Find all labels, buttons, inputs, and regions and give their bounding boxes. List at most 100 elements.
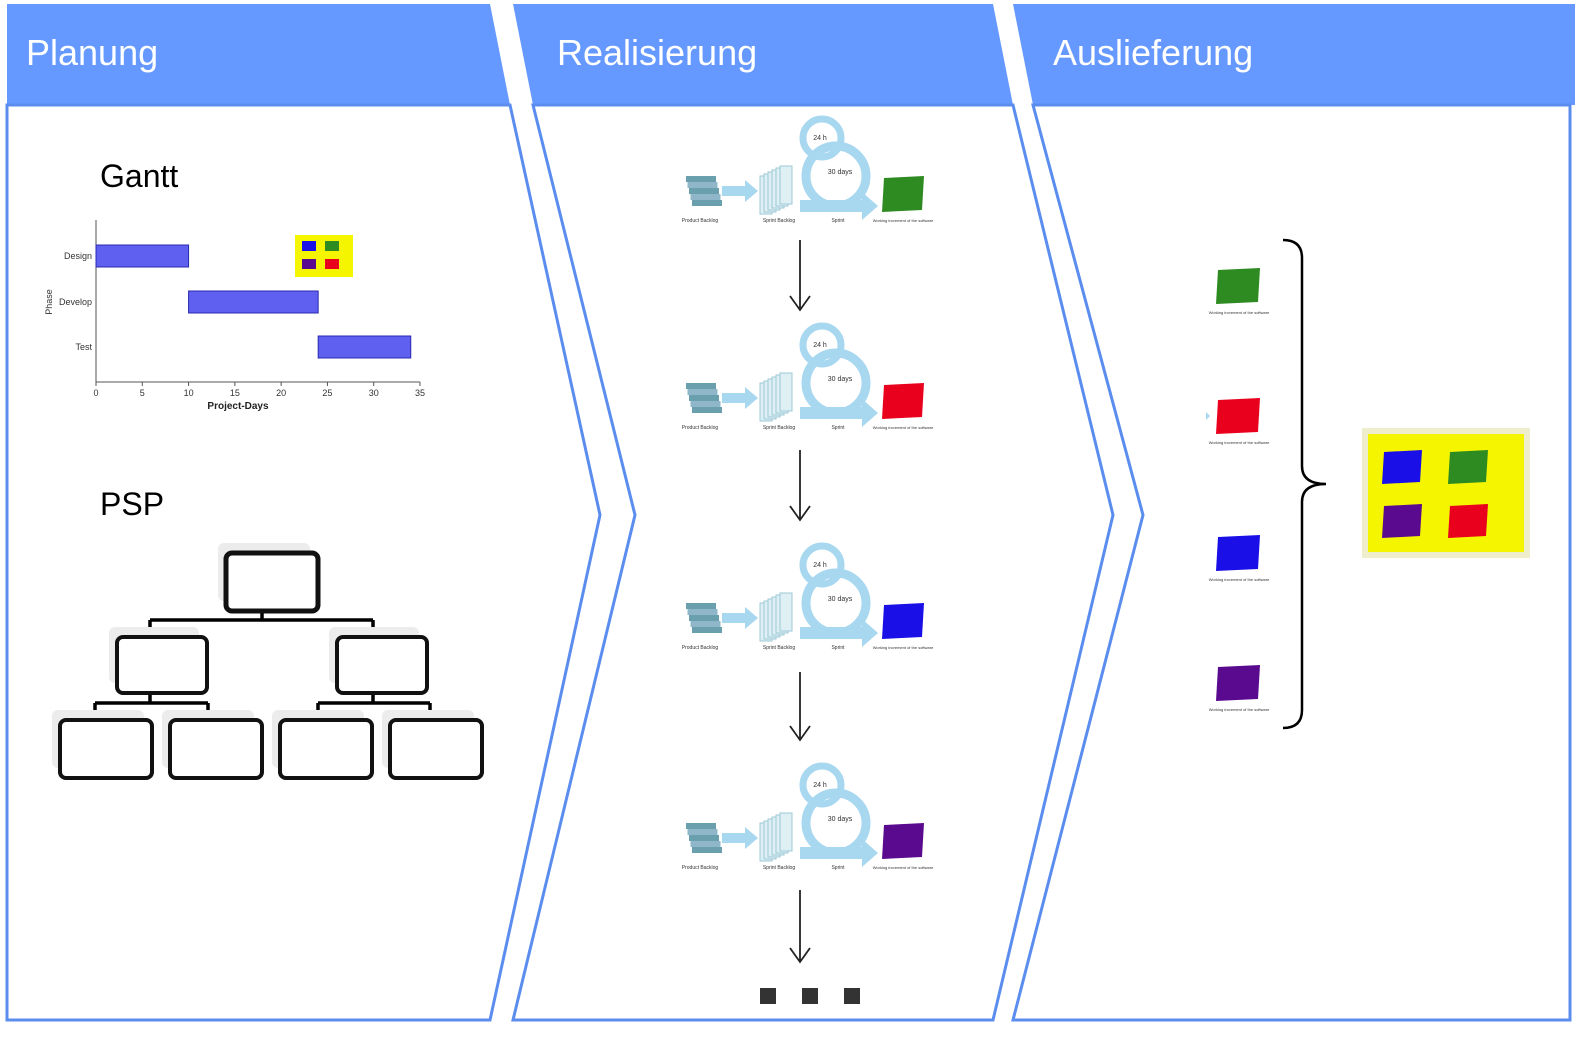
sprint-label: Sprint bbox=[831, 218, 845, 224]
phase-title-auslieferung: Auslieferung bbox=[1053, 32, 1254, 73]
increment-label: Working increment of the software bbox=[873, 218, 934, 223]
sprint-arrow-icon bbox=[800, 399, 878, 427]
sprint-cycle-label: 30 days bbox=[828, 816, 853, 823]
gantt-x-tick-label: 20 bbox=[276, 388, 286, 398]
product-backlog-label: Product Backlog bbox=[682, 218, 719, 224]
gantt-x-tick-label: 10 bbox=[184, 388, 194, 398]
psp-label: PSP bbox=[100, 486, 165, 522]
daily-cycle-label: 24 h bbox=[813, 562, 827, 569]
flow-arrow-icon bbox=[722, 387, 758, 409]
increment-label: Working increment of the software bbox=[873, 425, 934, 430]
psp-leaf-3 bbox=[278, 718, 374, 780]
daily-cycle-label: 24 h bbox=[813, 342, 827, 349]
product-backlog-label: Product Backlog bbox=[682, 865, 719, 871]
phase-realisierung bbox=[511, 4, 1115, 1022]
phase-auslieferung bbox=[1011, 4, 1575, 1022]
psp-node-level1-right bbox=[335, 635, 429, 695]
sprint-cycle-label: 30 days bbox=[828, 169, 853, 176]
sprint-backlog-label: Sprint Backlog bbox=[763, 645, 795, 651]
gantt-x-tick-label: 30 bbox=[369, 388, 379, 398]
delivered-increment-label: Working increment of the software bbox=[1209, 707, 1270, 712]
sprint-backlog-icon bbox=[759, 372, 793, 422]
daily-cycle-label: 24 h bbox=[813, 782, 827, 789]
flow-arrow-icon bbox=[722, 827, 758, 849]
sprint-backlog-icon bbox=[759, 592, 793, 642]
sprint-backlog-label: Sprint Backlog bbox=[763, 865, 795, 871]
phase-planung bbox=[5, 4, 602, 1022]
gantt-product-icon bbox=[295, 235, 353, 277]
increment-icon bbox=[882, 176, 924, 212]
sprint-label: Sprint bbox=[831, 865, 845, 871]
delivered-increment-icon bbox=[1216, 398, 1260, 434]
psp-leaf-4 bbox=[388, 718, 484, 780]
continuation-dots bbox=[760, 988, 860, 1004]
sprint-cycle-label: 30 days bbox=[828, 376, 853, 383]
final-product bbox=[1362, 428, 1530, 558]
sprint-arrow-icon bbox=[800, 619, 878, 647]
psp-tree bbox=[52, 543, 484, 780]
phase-title-realisierung: Realisierung bbox=[557, 32, 758, 73]
product-backlog-icon bbox=[686, 383, 722, 413]
phase-title-planung: Planung bbox=[26, 32, 159, 73]
sprint-label: Sprint bbox=[831, 425, 845, 431]
increment-icon bbox=[882, 383, 924, 419]
daily-cycle-icon bbox=[799, 115, 845, 161]
gantt-bar-design bbox=[95, 244, 190, 268]
psp-leaf-2 bbox=[168, 718, 264, 780]
increment-icon bbox=[882, 603, 924, 639]
psp-leaf-1 bbox=[58, 718, 154, 780]
increment-label: Working increment of the software bbox=[873, 645, 934, 650]
delivered-increment-icon bbox=[1216, 268, 1260, 304]
delivered-increment-label: Working increment of the software bbox=[1209, 577, 1270, 582]
product-backlog-icon bbox=[686, 176, 722, 206]
delivery-increments: Working increment of the softwareWorking… bbox=[1206, 268, 1270, 712]
product-backlog-label: Product Backlog bbox=[682, 645, 719, 651]
psp-node-level1-left bbox=[115, 635, 209, 695]
curly-brace bbox=[1282, 238, 1327, 730]
product-backlog-icon bbox=[686, 603, 722, 633]
delivered-increment-icon bbox=[1216, 535, 1260, 571]
sprint-backlog-label: Sprint Backlog bbox=[763, 218, 795, 224]
gantt-x-tick-label: 35 bbox=[415, 388, 425, 398]
increment-icon bbox=[882, 823, 924, 859]
sprint-backlog-icon bbox=[759, 165, 793, 215]
sprint-arrow-icon bbox=[800, 192, 878, 220]
daily-cycle-icon bbox=[799, 322, 845, 368]
gantt-x-tick-label: 15 bbox=[230, 388, 240, 398]
gantt-category-label: Test bbox=[75, 342, 92, 352]
psp-root-node bbox=[223, 550, 321, 614]
daily-cycle-label: 24 h bbox=[813, 135, 827, 142]
daily-cycle-icon bbox=[799, 542, 845, 588]
sprint-backlog-label: Sprint Backlog bbox=[763, 425, 795, 431]
gantt-category-label: Design bbox=[64, 251, 92, 261]
delivered-increment-label: Working increment of the software bbox=[1209, 440, 1270, 445]
gantt-x-label: Project-Days bbox=[207, 401, 269, 412]
flow-arrow-icon bbox=[722, 180, 758, 202]
delivered-increment-label: Working increment of the software bbox=[1209, 310, 1270, 315]
gantt-bar-develop bbox=[188, 290, 319, 314]
product-backlog-label: Product Backlog bbox=[682, 425, 719, 431]
gantt-x-tick-label: 25 bbox=[322, 388, 332, 398]
product-backlog-icon bbox=[686, 823, 722, 853]
gantt-bar-test bbox=[317, 335, 412, 359]
gantt-x-tick-label: 5 bbox=[140, 388, 145, 398]
gantt-x-tick-label: 0 bbox=[93, 388, 98, 398]
daily-cycle-icon bbox=[799, 762, 845, 808]
sprint-label: Sprint bbox=[831, 645, 845, 651]
gantt-label: Gantt bbox=[100, 158, 179, 194]
small-arrow-icon bbox=[1206, 412, 1210, 420]
sprint-cycle-label: 30 days bbox=[828, 596, 853, 603]
gantt-y-label: Phase bbox=[44, 289, 54, 315]
delivered-increment-icon bbox=[1216, 665, 1260, 701]
flow-arrow-icon bbox=[722, 607, 758, 629]
sprint-backlog-icon bbox=[759, 812, 793, 862]
gantt-category-label: Develop bbox=[59, 297, 92, 307]
sprint-arrow-icon bbox=[800, 839, 878, 867]
